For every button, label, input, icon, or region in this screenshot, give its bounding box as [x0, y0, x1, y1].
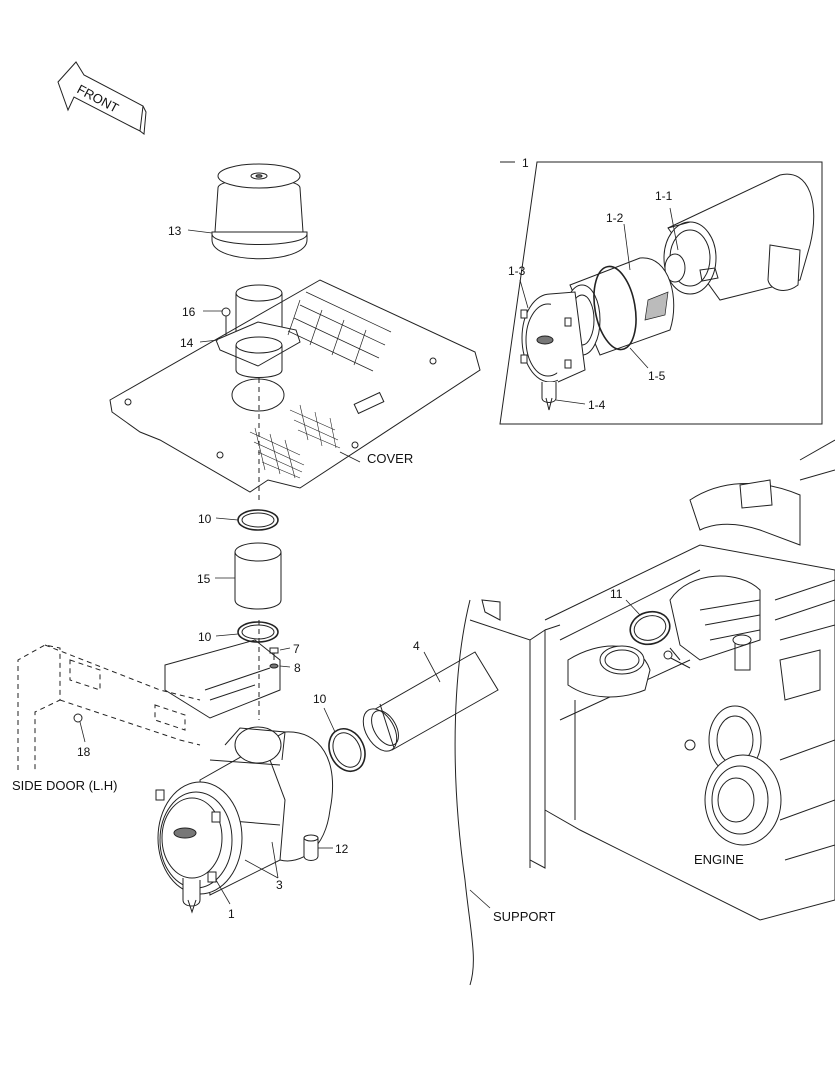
detail-seal-ring — [593, 265, 637, 351]
vent-grille-upper — [287, 291, 392, 372]
turbo-elbow — [567, 645, 651, 698]
hose-clamp-lower — [237, 621, 279, 643]
callout-10-lower: 10 — [198, 630, 212, 644]
callout-10-duct: 10 — [313, 692, 327, 706]
detail-housing — [663, 173, 815, 301]
detail-callout-1-1: 1-1 — [655, 189, 673, 203]
support-label: SUPPORT — [493, 909, 556, 924]
detail-title: 1 — [522, 156, 529, 170]
duct-seal-ring — [328, 728, 366, 772]
callout-11: 11 — [610, 587, 623, 601]
callout-12: 12 — [335, 842, 349, 856]
rubber-hose — [234, 542, 282, 610]
detail-dust-valve — [541, 382, 557, 411]
callout-3: 3 — [276, 878, 283, 892]
detail-callout-1-3: 1-3 — [508, 264, 526, 278]
detail-cover — [520, 291, 586, 383]
callout-10-upper: 10 — [198, 512, 212, 526]
hose-clamp-upper — [237, 509, 279, 531]
engine-label: ENGINE — [694, 852, 744, 867]
washer-8 — [269, 663, 279, 669]
detail-callout-1-2: 1-2 — [606, 211, 624, 225]
front-arrow-icon: FRONT — [57, 61, 147, 135]
callout-18: 18 — [77, 745, 91, 759]
callout-7: 7 — [293, 642, 300, 656]
callout-13: 13 — [168, 224, 182, 238]
air-cleaner-assembly — [155, 726, 334, 914]
callout-14: 14 — [180, 336, 194, 350]
cover-label: COVER — [367, 451, 413, 466]
callout-8: 8 — [294, 661, 301, 675]
bolt-7 — [269, 647, 279, 660]
detail-callouts: 1 1-1 1-2 1-3 1-4 1-5 — [508, 156, 673, 412]
annotations: COVER SIDE DOOR (L.H) SUPPORT ENGINE — [12, 451, 744, 924]
precleaner-cap — [211, 163, 308, 260]
callout-16: 16 — [182, 305, 196, 319]
detail-callout-1-5: 1-5 — [648, 369, 666, 383]
vent-grille-lower — [249, 404, 341, 479]
engine-block — [544, 439, 835, 921]
cover-plate — [109, 279, 481, 493]
leader-lines — [79, 207, 679, 909]
side-door-frame — [17, 639, 281, 770]
side-door-label: SIDE DOOR (L.H) — [12, 778, 117, 793]
callout-labels: 13 16 14 10 15 10 7 8 18 10 4 11 12 3 1 — [77, 224, 623, 921]
callout-15: 15 — [197, 572, 211, 586]
inlet-pipe-stub — [215, 284, 301, 378]
intake-duct — [362, 651, 499, 752]
detail-callout-1-4: 1-4 — [588, 398, 606, 412]
clamp-11 — [629, 610, 671, 646]
callout-4: 4 — [413, 639, 420, 653]
callout-1: 1 — [228, 907, 235, 921]
detail-box — [499, 161, 823, 425]
support-bracket — [454, 599, 561, 986]
detail-inner-filter — [664, 253, 686, 283]
